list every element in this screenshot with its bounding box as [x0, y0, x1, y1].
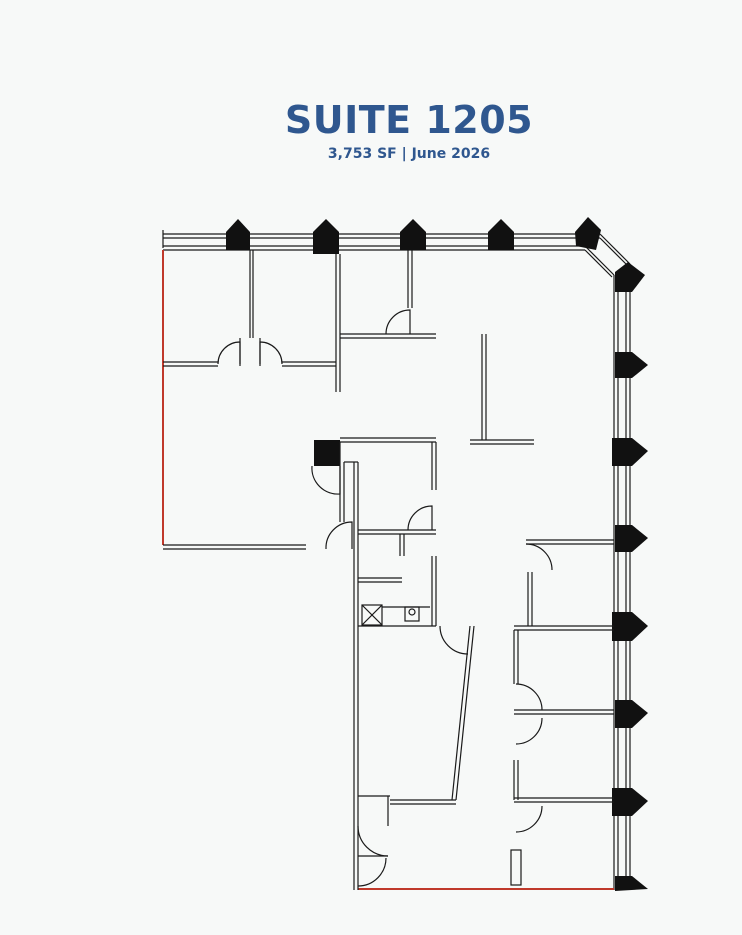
- page-title: SUITE 1205: [284, 98, 534, 142]
- window-piers: [226, 217, 648, 891]
- demising-walls: [162, 250, 614, 890]
- page-subtitle: 3,753 SF | June 2026: [327, 146, 491, 162]
- interior-walls: [163, 250, 614, 890]
- exterior-wall-corner: [584, 233, 631, 278]
